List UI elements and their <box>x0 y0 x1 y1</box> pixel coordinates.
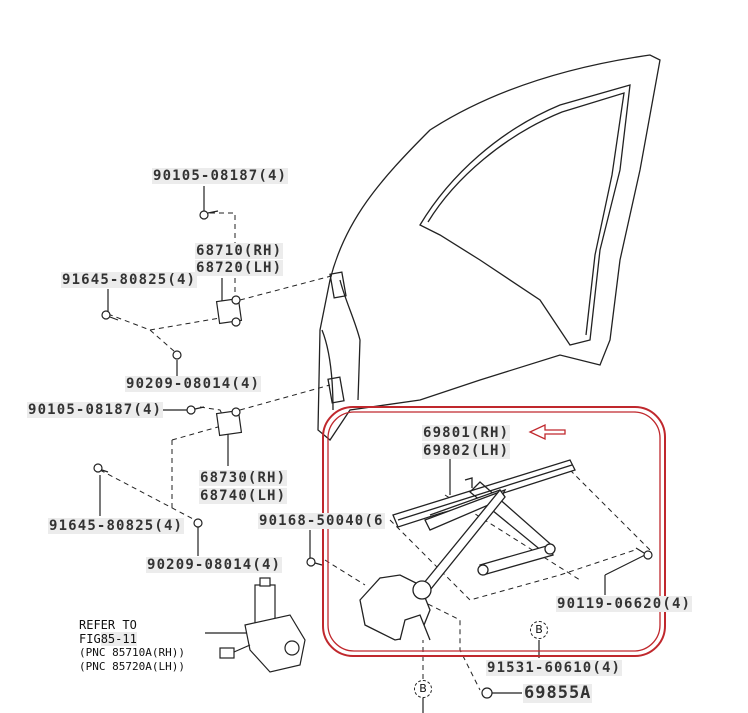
part-label[interactable]: 90105-08187(4) <box>27 402 164 418</box>
door-window-opening <box>419 84 631 346</box>
note-line: FIG85-11 <box>79 632 185 646</box>
part-label[interactable]: 90105-08187(4) <box>152 168 289 184</box>
note-line: (PNC 85720A(LH)) <box>79 660 185 673</box>
part-label[interactable]: 90119-06620(4) <box>556 596 693 612</box>
part-label[interactable]: 91645-80825(4) <box>61 272 198 288</box>
reference-marker: B <box>530 621 548 639</box>
part-label[interactable]: 91645-80825(4) <box>48 518 185 534</box>
part-label[interactable]: 68730(RH) <box>199 470 288 486</box>
highlight-arrow <box>528 423 566 441</box>
reference-marker: B <box>414 680 432 698</box>
part-label[interactable]: 68740(LH) <box>199 488 288 504</box>
window-regulator <box>359 459 576 641</box>
window-motor <box>219 577 306 673</box>
part-label[interactable]: 90209-08014(4) <box>125 376 262 392</box>
part-label[interactable]: 90209-08014(4) <box>146 557 283 573</box>
highlight-box <box>322 406 666 657</box>
part-label[interactable]: 91531-60610(4) <box>486 660 623 676</box>
part-label[interactable]: 69801(RH) <box>422 425 511 441</box>
part-label[interactable]: 68710(RH) <box>195 243 284 259</box>
note-fig-prefix: FIG <box>79 632 101 646</box>
part-label[interactable]: 68720(LH) <box>195 260 284 276</box>
note-line: (PNC 85710A(RH)) <box>79 646 185 659</box>
motor-reference-note: REFER TO FIG85-11 (PNC 85710A(RH)) (PNC … <box>79 618 185 674</box>
door-window-inner <box>427 92 625 336</box>
part-label[interactable]: 90168-50040(6 <box>258 513 385 529</box>
note-line: REFER TO <box>79 618 137 632</box>
part-label[interactable]: 69855A <box>523 683 593 703</box>
door-frame <box>317 54 661 441</box>
part-label[interactable]: 69802(LH) <box>422 443 511 459</box>
note-fig-link[interactable]: 85-11 <box>100 632 137 646</box>
